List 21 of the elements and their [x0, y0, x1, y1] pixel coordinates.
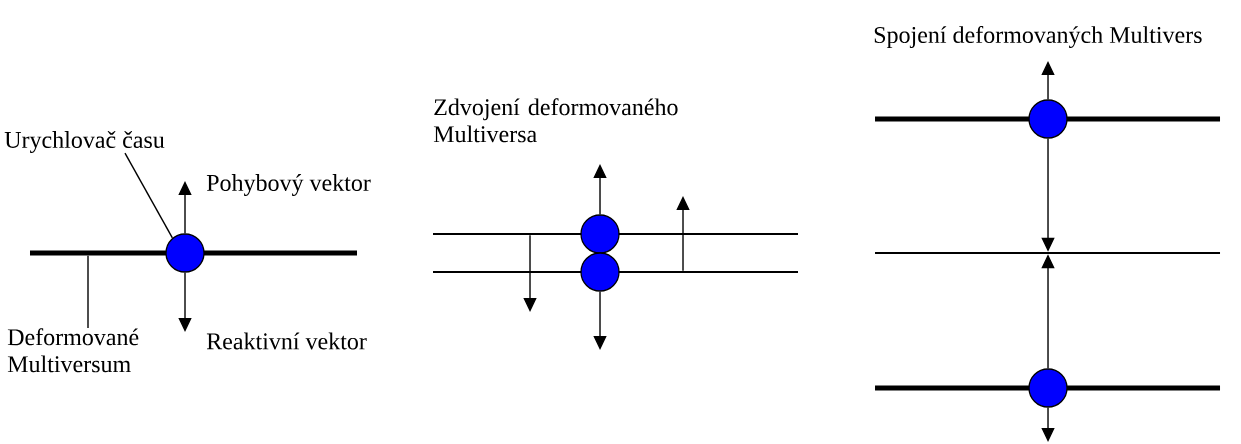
arrow	[593, 290, 607, 350]
arrow	[1041, 406, 1055, 442]
leader-line	[124, 152, 174, 239]
edge-label: Reaktivní vektor	[206, 332, 367, 350]
arrow	[676, 196, 690, 272]
arrow	[178, 271, 192, 332]
circle-marker	[1028, 368, 1068, 408]
edge-label: Pohybový vektor	[206, 174, 371, 196]
leader-line	[87, 255, 89, 329]
arrow	[178, 181, 192, 235]
circle-marker	[1028, 99, 1068, 139]
panel-title: Zdvojení deformovaného Multiversa	[433, 98, 678, 143]
arrow	[1041, 61, 1055, 101]
circle-marker	[165, 233, 205, 273]
callout-label: Urychlovač času	[4, 131, 165, 153]
callout-label: Deformované Multiversum	[7, 328, 139, 373]
arrow	[593, 164, 607, 216]
arrow	[523, 234, 537, 312]
panel-title: Spojení deformovaných Multivers	[874, 25, 1202, 49]
circle-marker	[580, 214, 620, 254]
circle-marker	[580, 252, 620, 292]
